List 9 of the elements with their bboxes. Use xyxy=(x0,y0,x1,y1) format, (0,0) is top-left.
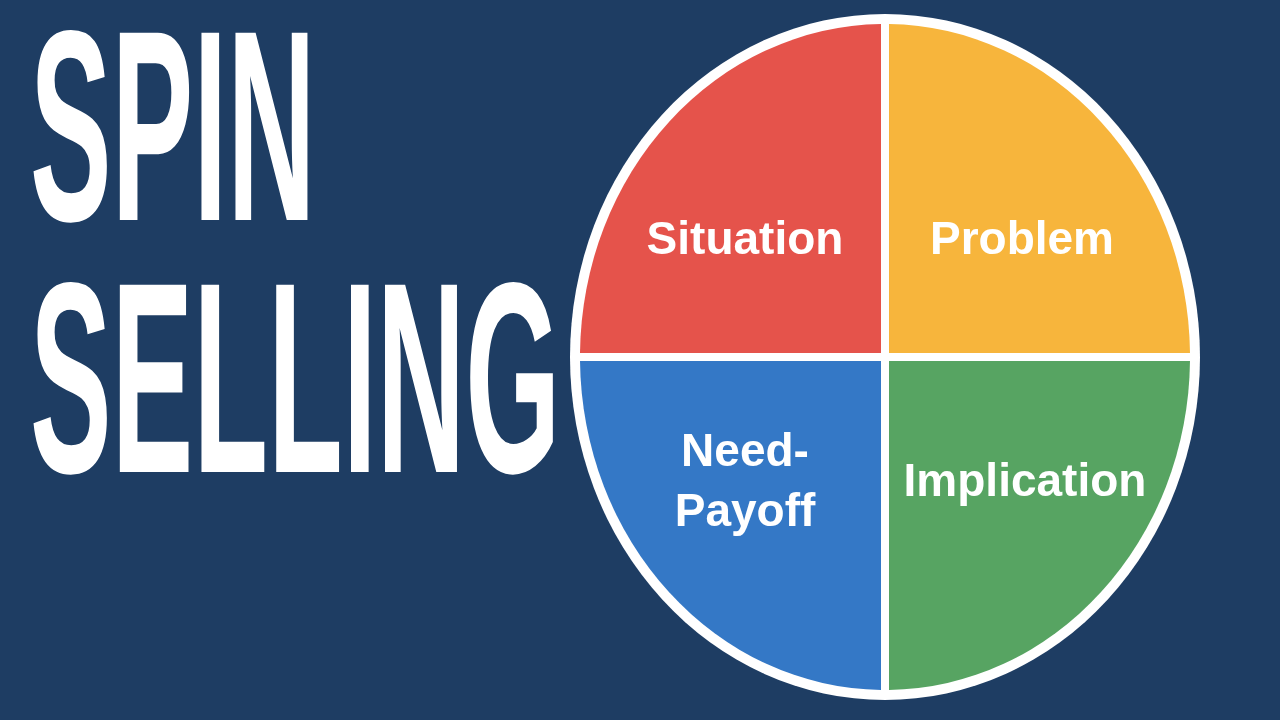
segment-label: Situation xyxy=(646,211,844,266)
title: SPIN SELLING xyxy=(30,0,562,504)
quadrant-segment xyxy=(580,361,881,690)
quadrant-segment xyxy=(889,24,1190,353)
segment-label: Implication xyxy=(903,453,1147,508)
quadrant-segment xyxy=(580,24,881,353)
quadrant-segment xyxy=(889,361,1190,690)
segment-label: Need-Payoff xyxy=(674,423,816,538)
segment-label: Problem xyxy=(930,211,1114,266)
